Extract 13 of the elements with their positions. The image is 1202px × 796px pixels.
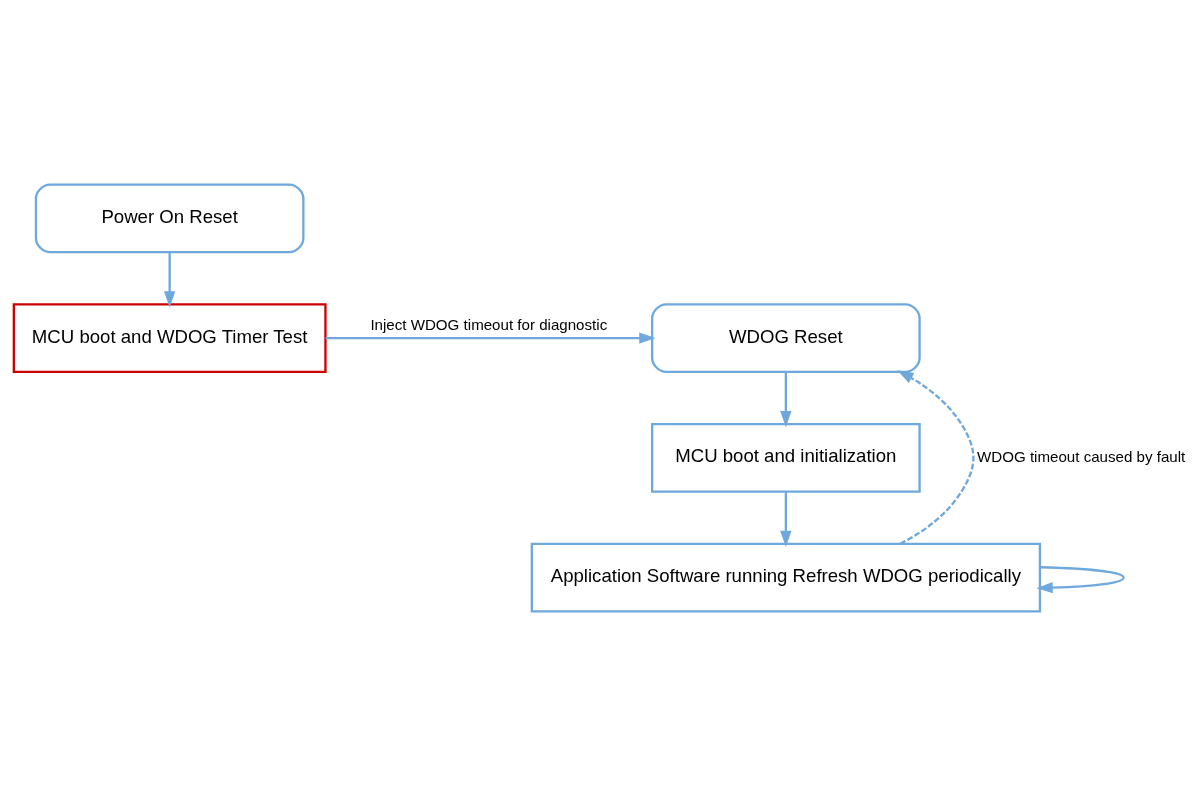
node-box: Application Software running Refresh WDOG periodically: [530, 542, 1042, 613]
arrow: [1036, 566, 1125, 594]
arrow: [780, 372, 792, 428]
edge-label: WDOG timeout caused by fault: [977, 447, 1186, 465]
arrow: [897, 370, 975, 545]
node-box: MCU boot and initialization: [651, 423, 921, 493]
arrow: [325, 332, 656, 344]
arrow: [163, 252, 176, 308]
node-box: WDOG Reset: [651, 303, 921, 373]
node-box: Power On Reset: [34, 183, 305, 254]
arrow: [780, 491, 792, 548]
node-box: MCU boot and WDOG Timer Test: [12, 303, 327, 373]
edge-label: Inject WDOG timeout for diagnostic: [370, 316, 608, 334]
